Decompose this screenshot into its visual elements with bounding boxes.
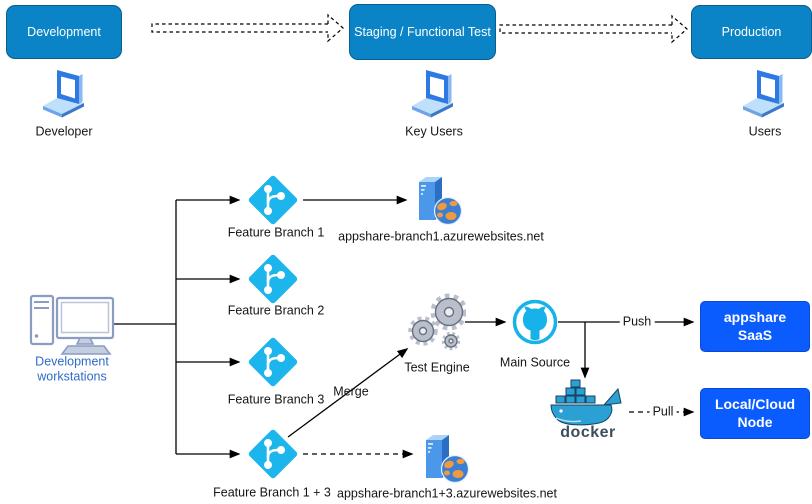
target-label-line1: Local/Cloud [714,396,796,412]
workstation-icon [28,292,118,361]
stage-label: Staging / Functional Test [354,25,491,39]
stage-staging: Staging / Functional Test [349,4,496,60]
laptop-icon [738,68,788,123]
git-branch-icon [244,425,302,488]
github-icon [511,298,559,351]
deploy-url-label: appshare-branch1.azurewebsites.net [338,229,544,244]
deploy-url-label: appshare-branch1+3.azurewebsites.net [337,486,557,501]
target-label-line2: SaaS [737,326,773,343]
docker-whale-icon [548,378,628,433]
main-source-label: Main Source [499,355,571,370]
workstation-label-line2: workstations [37,369,107,384]
branch-label: Feature Branch 1 + 3 [213,485,331,500]
target-label-line1: appshare [723,309,787,325]
workstation-label-line1: Development [35,354,109,369]
gears-icon [406,290,468,361]
test-engine-label: Test Engine [404,360,470,375]
branch-label: Feature Branch 2 [227,303,325,318]
stage-production: Production [691,5,812,59]
push-edge-label: Push [619,314,655,330]
actor-label-key-users: Key Users [405,124,463,139]
stage-label: Production [721,25,782,39]
laptop-icon [38,68,88,123]
actor-label-users: Users [748,124,782,139]
git-branch-icon [244,171,302,234]
git-branch-icon [244,250,302,313]
target-appshare-saas: appshare SaaS [700,301,810,352]
web-server-icon [411,169,465,234]
branch-label: Feature Branch 3 [227,392,325,407]
web-server-icon [418,427,472,492]
git-branch-icon [244,333,302,396]
docker-wordmark: docker [560,424,616,441]
merge-edge-label: Merge [333,384,369,399]
stage-development: Development [6,5,122,59]
target-local-cloud-node: Local/Cloud Node [700,388,810,439]
pull-edge-label: Pull [649,404,677,420]
target-label-line2: Node [737,413,773,430]
branch-label: Feature Branch 1 [227,225,325,240]
stage-label: Development [27,25,101,39]
laptop-icon [407,68,457,123]
actor-label-developer: Developer [35,124,93,139]
